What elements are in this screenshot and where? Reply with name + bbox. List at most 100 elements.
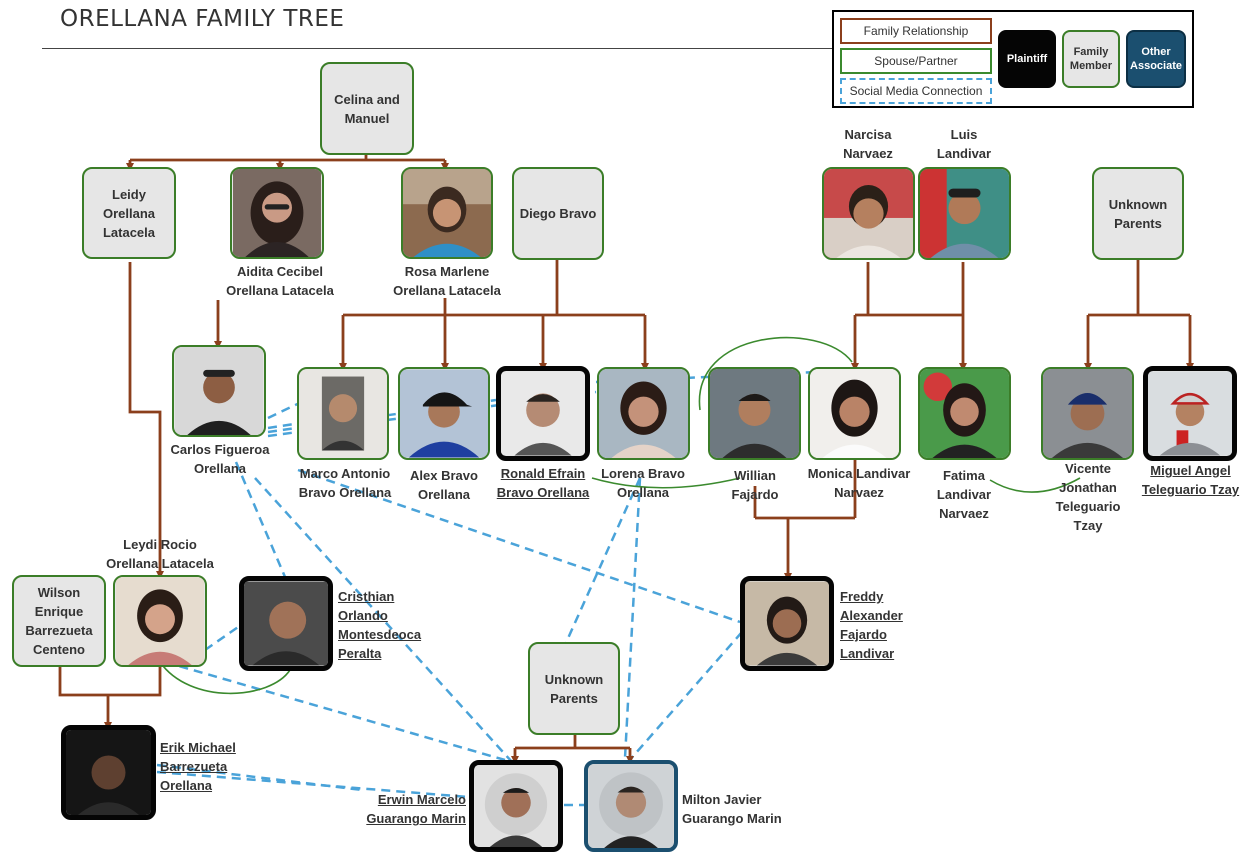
name-line: Ronald Efrain: [500, 466, 586, 481]
portrait-icon: [501, 371, 585, 456]
legend-plaintiff: Plaintiff: [998, 30, 1056, 88]
legend-other-associate: Other Associate: [1126, 30, 1186, 88]
diego-bravo-box: Diego Bravo: [512, 167, 604, 260]
name-line: Guarango Marin: [682, 811, 782, 826]
marco-photo: [297, 367, 389, 460]
name-line: Milton Javier: [682, 792, 762, 807]
portrait-icon: [745, 581, 829, 666]
social-line: [623, 477, 642, 759]
legend-social-media: Social Media Connection: [840, 78, 992, 104]
celina-manuel-box: Celina and Manuel: [320, 62, 414, 155]
social-line: [627, 631, 743, 763]
name-line: Luis: [950, 127, 978, 142]
name-line: Orellana: [417, 487, 471, 502]
portrait-icon: [1148, 371, 1232, 456]
name-line: Orlando: [338, 608, 388, 623]
portrait-icon: [175, 347, 263, 435]
leydi-photo: [113, 575, 207, 667]
ronald-photo: [496, 366, 590, 461]
name-line: Orellana: [160, 778, 213, 793]
name-line: Jonathan: [1059, 480, 1117, 495]
cristhian-photo: [239, 576, 333, 671]
name-line: Bravo Orellana: [496, 485, 590, 500]
name-line: Bravo Orellana: [298, 485, 392, 500]
monica-photo: [808, 367, 901, 460]
fatima-photo: [918, 367, 1011, 460]
social-line: [297, 468, 741, 624]
social-line: [267, 418, 321, 430]
portrait-icon: [233, 169, 321, 257]
portrait-icon: [244, 581, 328, 666]
spouse-line: [698, 336, 853, 411]
name-line: Lorena Bravo: [601, 466, 685, 481]
portrait-icon: [403, 169, 491, 257]
portrait-icon: [589, 764, 673, 848]
legend-family-relationship: Family Relationship: [840, 18, 992, 44]
name-line: Orellana: [616, 485, 670, 500]
portrait-icon: [824, 169, 913, 258]
erwin-photo: [469, 760, 563, 852]
name-line: Willian: [734, 468, 776, 483]
portrait-icon: [920, 369, 1009, 458]
name-line: Erwin Marcelo: [377, 792, 466, 807]
portrait-icon: [299, 369, 387, 458]
name-line: Erik Michael: [160, 740, 236, 755]
name-line: Narvaez: [834, 485, 884, 500]
name-line: Fajardo: [840, 627, 887, 642]
carlos-photo: [172, 345, 266, 437]
freddy-photo: [740, 576, 834, 671]
spouse-line: [591, 477, 741, 489]
name-line: Landivar: [840, 646, 895, 661]
name-line: Orellana: [193, 461, 247, 476]
name-line: Vicente: [1064, 461, 1111, 476]
portrait-icon: [400, 369, 488, 458]
narcisa-photo: [822, 167, 915, 260]
name-line: Carlos Figueroa: [170, 442, 270, 457]
willian-photo: [708, 367, 801, 460]
legend: Family Relationship Spouse/Partner Socia…: [832, 10, 1194, 108]
name-line: Narvaez: [843, 146, 893, 161]
spouse-line: [989, 477, 1081, 493]
lorena-photo: [597, 367, 690, 460]
name-line: Leydi Rocio: [123, 537, 197, 552]
spouse-lines: [159, 336, 1081, 695]
aidita-photo: [230, 167, 324, 259]
name-line: Teleguario Tzay: [1141, 482, 1240, 497]
spouse-line: [159, 661, 291, 695]
social-line: [254, 477, 513, 763]
name-line: Orellana Latacela: [106, 556, 214, 571]
portrait-icon: [599, 369, 688, 458]
name-line: Landivar: [936, 487, 992, 502]
family-lines: [58, 155, 1194, 764]
name-line: Freddy: [840, 589, 884, 604]
unknown-parents-right-box: Unknown Parents: [1092, 167, 1184, 260]
name-line: Barrezueta: [160, 759, 228, 774]
name-line: Fajardo: [731, 487, 779, 502]
alex-photo: [398, 367, 490, 460]
name-line: Aidita Cecibel: [237, 264, 323, 279]
portrait-icon: [116, 577, 204, 665]
portrait-icon: [66, 730, 151, 815]
name-line: Guarango Marin: [366, 811, 466, 826]
page-title: ORELLANA FAMILY TREE: [60, 6, 345, 32]
name-line: Tzay: [1073, 518, 1103, 533]
leidy-box: Leidy Orellana Latacela: [82, 167, 176, 259]
social-line: [156, 770, 469, 799]
social-line: [234, 461, 287, 578]
name-line: Rosa Marlene: [404, 264, 490, 279]
portrait-icon: [475, 765, 557, 847]
name-line: Monica Landivar: [807, 466, 911, 481]
